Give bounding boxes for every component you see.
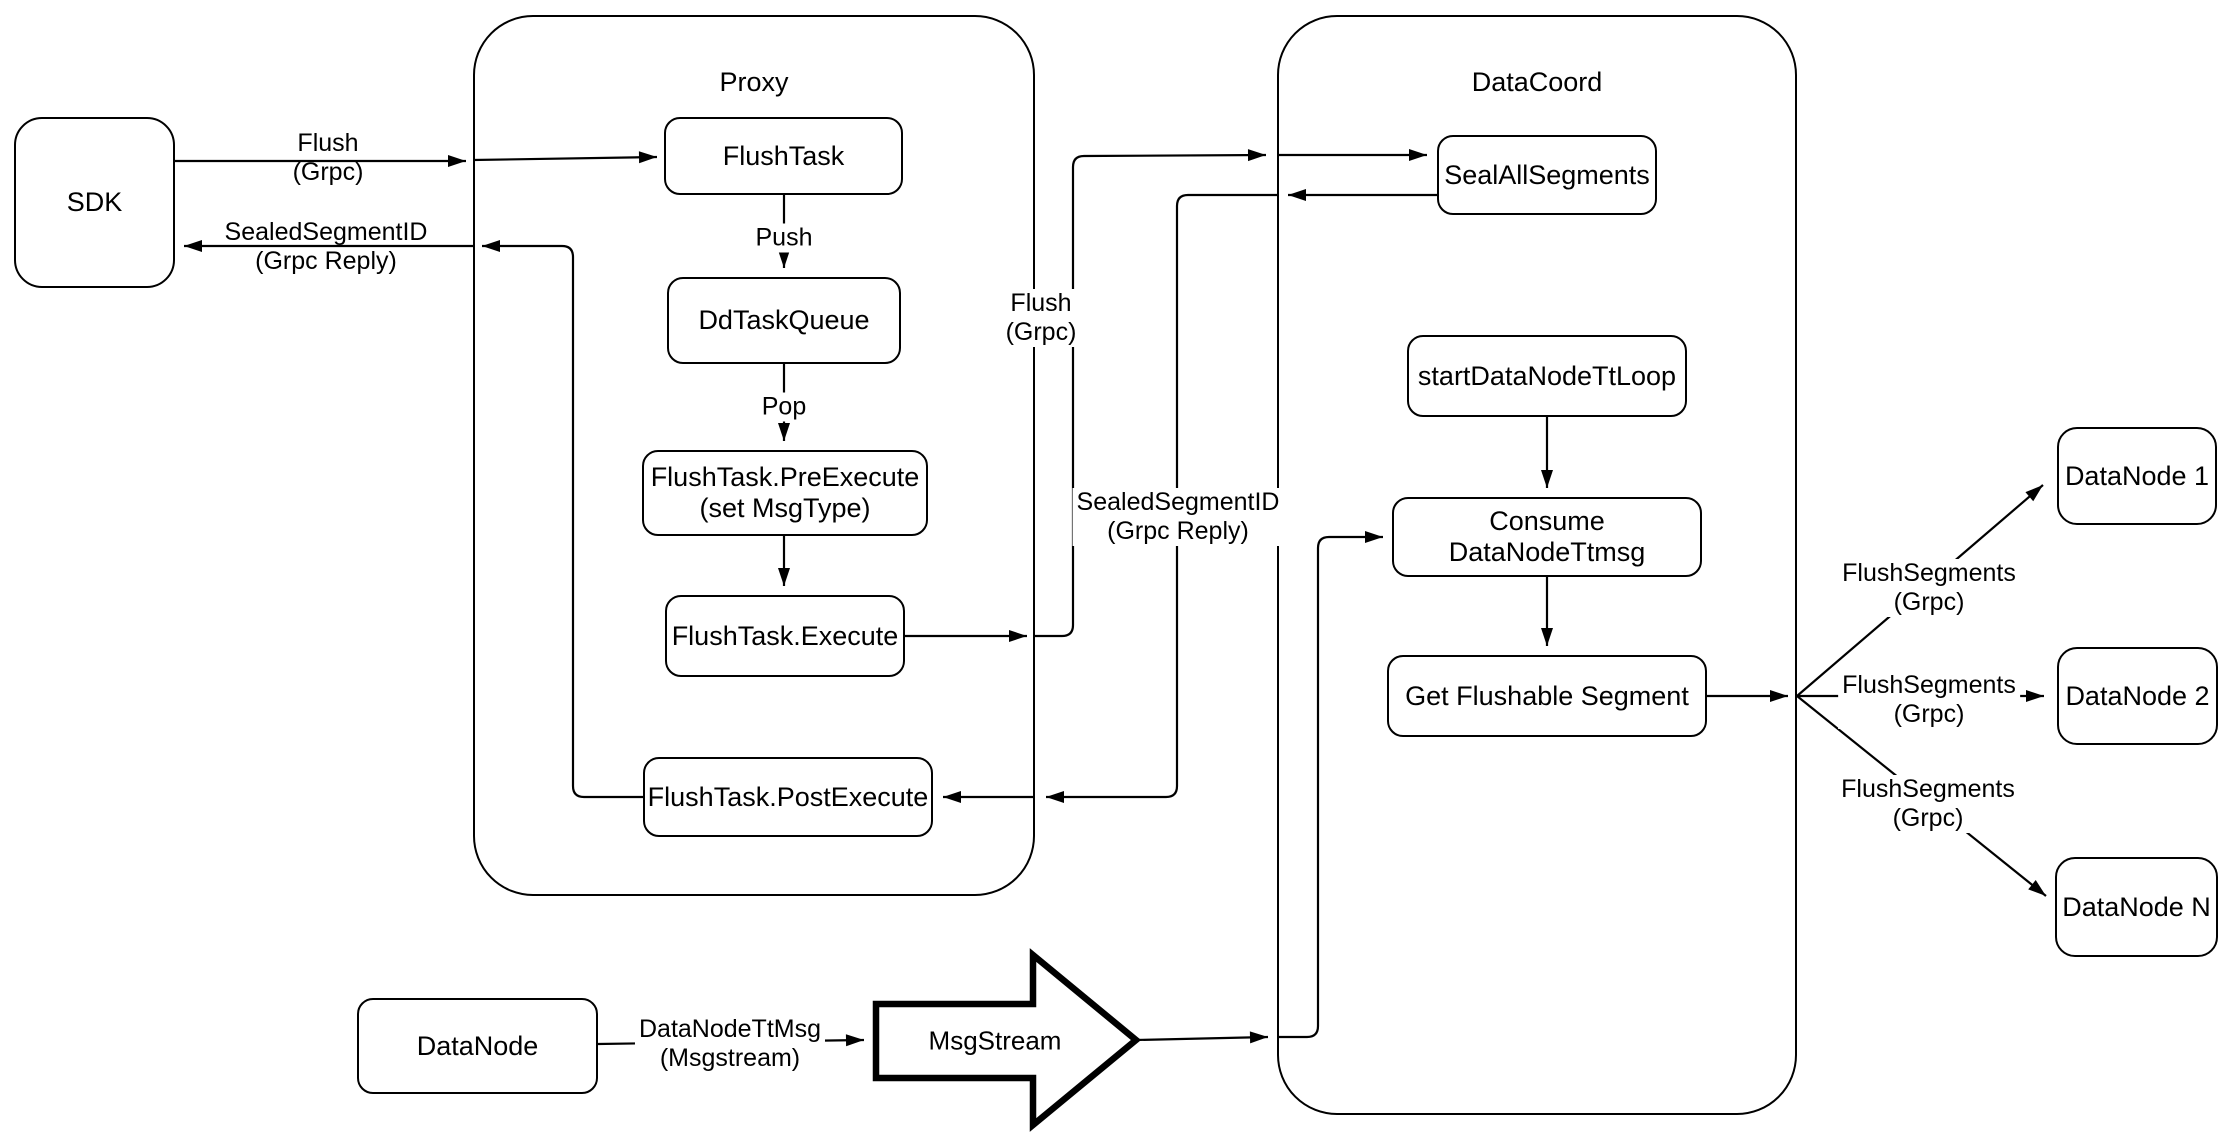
node-datanode: DataNode xyxy=(357,998,598,1094)
node-flushtask-execute: FlushTask.Execute xyxy=(665,595,905,677)
container-datacoord-title: DataCoord xyxy=(1471,67,1603,97)
node-ddtaskqueue: DdTaskQueue xyxy=(667,277,901,364)
connector-postexecute-to-proxy-edge xyxy=(482,240,643,799)
container-proxy-title: Proxy xyxy=(719,67,789,97)
edge-label-datanodettmsg: DataNodeTtMsg (Msgstream) xyxy=(634,1015,826,1073)
edge-label-push: Push xyxy=(751,223,817,253)
edge-label-flushsegments-1: FlushSegments (Grpc) xyxy=(1838,559,2020,617)
connector-msgstream-riser-to-consume xyxy=(1277,531,1383,1039)
edge-label-sealedsegmentid-mid: SealedSegmentID (Grpc Reply) xyxy=(1072,488,1284,546)
node-consume-datanodettmsg: Consume DataNodeTtmsg xyxy=(1392,497,1702,577)
node-flushtask-postexecute: FlushTask.PostExecute xyxy=(643,757,933,837)
msgstream-label: MsgStream xyxy=(928,1025,1062,1056)
node-startdatanodettloop: startDataNodeTtLoop xyxy=(1407,335,1687,417)
container-proxy: Proxy xyxy=(473,15,1035,896)
node-flushtask-preexecute: FlushTask.PreExecute (set MsgType) xyxy=(642,450,928,536)
node-flushtask: FlushTask xyxy=(664,117,903,195)
container-datacoord: DataCoord xyxy=(1277,15,1797,1115)
edge-label-flushsegments-3: FlushSegments (Grpc) xyxy=(1837,775,2019,833)
edge-label-flush-grpc-sdk: Flush (Grpc) xyxy=(292,129,364,186)
edge-label-flushsegments-2: FlushSegments (Grpc) xyxy=(1838,671,2020,729)
edge-label-sealedsegmentid-sdk: SealedSegmentID (Grpc Reply) xyxy=(224,218,428,275)
node-sdk: SDK xyxy=(14,117,175,288)
edge-label-pop: Pop xyxy=(757,392,811,422)
msgstream-fat-arrow-shape xyxy=(872,948,1142,1132)
node-get-flushable-segment: Get Flushable Segment xyxy=(1387,655,1707,737)
node-sealallsegments: SealAllSegments xyxy=(1437,135,1657,215)
edge-label-flush-grpc-mid: Flush (Grpc) xyxy=(1001,289,1081,347)
node-datanode-2: DataNode 2 xyxy=(2057,647,2218,745)
connector-msgstream-to-datacoord xyxy=(1135,1031,1269,1044)
connector-flush-riser-to-datacoord xyxy=(1035,149,1267,638)
node-datanode-1: DataNode 1 xyxy=(2057,427,2217,525)
connector-proxy-to-flushtask xyxy=(472,151,658,164)
node-datanode-n: DataNode N xyxy=(2055,857,2218,957)
